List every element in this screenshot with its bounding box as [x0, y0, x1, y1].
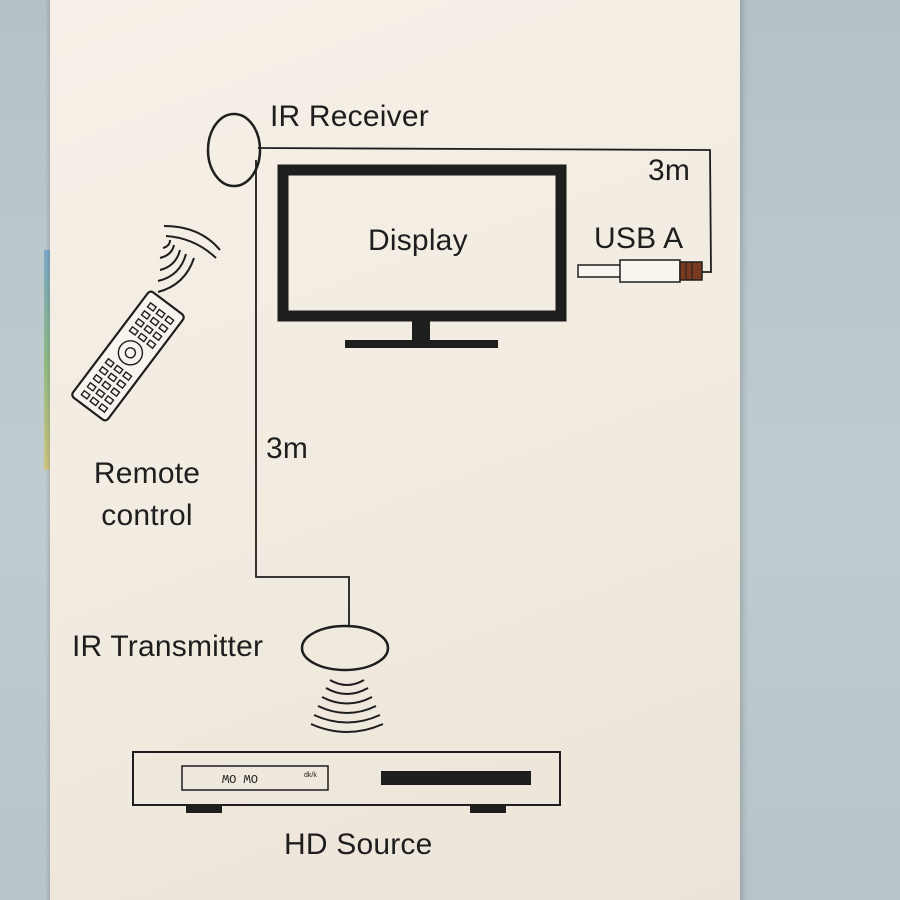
signal-waves-icon — [157, 225, 221, 293]
box-side-edge — [44, 250, 50, 470]
ir-transmitter-icon — [300, 624, 390, 672]
remote-control-label-line2: control — [101, 499, 193, 532]
remote-control-label: Remote control — [62, 453, 232, 537]
usb-plug-icon — [577, 259, 703, 283]
display-icon — [277, 164, 567, 348]
hd-source-icon: OW OW dk/k — [132, 751, 561, 813]
usb-a-label: USB A — [594, 222, 684, 255]
ir-receiver-icon — [206, 112, 262, 188]
ir-receiver-label: IR Receiver — [270, 100, 429, 133]
source-panel-small: dk/k — [304, 772, 317, 779]
receiver-cable-top — [257, 147, 712, 273]
transmitter-waves-icon — [310, 679, 384, 733]
receiver-cable-side — [255, 160, 350, 625]
hd-source-label: HD Source — [284, 828, 433, 861]
cable-length-side-label: 3m — [266, 432, 309, 465]
remote-control-icon — [71, 290, 185, 422]
ir-transmitter-label: IR Transmitter — [72, 630, 264, 663]
remote-control-label-line1: Remote — [93, 457, 201, 490]
display-label: Display — [368, 224, 468, 257]
cable-length-top-label: 3m — [648, 154, 691, 187]
source-panel-text: OW OW — [221, 771, 258, 785]
